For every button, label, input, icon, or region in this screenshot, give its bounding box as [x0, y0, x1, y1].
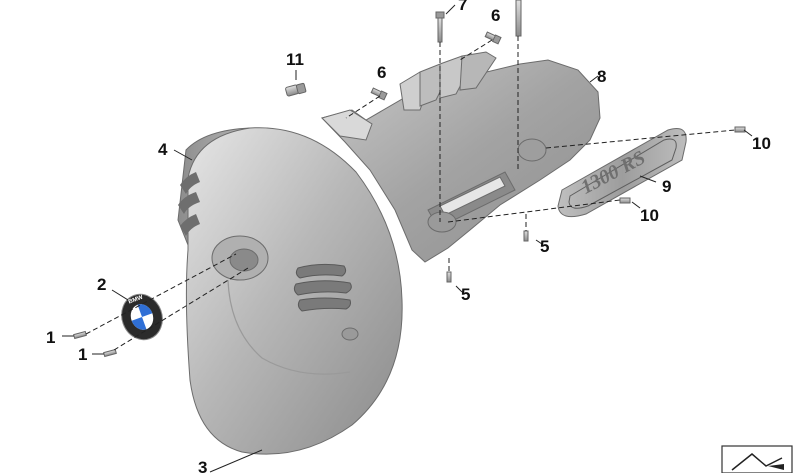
- emblem-letters: BMW: [128, 295, 144, 306]
- callout-2: 2: [97, 275, 106, 294]
- leader-lines: [62, 4, 753, 473]
- callout-6b: 6: [491, 6, 500, 25]
- callout-11: 11: [286, 50, 304, 69]
- part-11-plug: [285, 82, 307, 97]
- part-5-screw-right: [523, 230, 529, 242]
- callout-3: 3: [198, 458, 207, 473]
- part-10-screw-top: [734, 126, 746, 133]
- part-8-cover-holder: [321, 51, 601, 263]
- part-6-screw-left: [370, 87, 388, 101]
- callout-8: 8: [597, 67, 606, 86]
- callout-7: 7: [458, 0, 467, 14]
- callout-10b: 10: [640, 206, 659, 225]
- callout-4: 4: [158, 140, 168, 159]
- callout-10a: 10: [752, 134, 771, 153]
- part-7-bolt: [435, 11, 445, 43]
- callouts: 1 1 2 3 4 5 5 6 6 7 8 9 10 10 11: [46, 0, 771, 473]
- part-6-screw-right: [484, 31, 502, 45]
- part-1-screw-top: [73, 330, 87, 340]
- catalog-reference-icon: [721, 445, 793, 473]
- part-1-screw-bottom: [103, 348, 117, 358]
- callout-1a: 1: [46, 328, 55, 347]
- callout-6a: 6: [377, 63, 386, 82]
- callout-9: 9: [662, 177, 671, 196]
- callout-5b: 5: [540, 237, 549, 256]
- part-5-screw-left: [446, 271, 452, 283]
- part-3-cylinder-head-cover: [177, 127, 403, 455]
- part-7-bolt-2: [515, 0, 522, 37]
- part-10-screw-bottom: [619, 197, 631, 204]
- callout-5a: 5: [461, 285, 470, 304]
- bmw-emblem-icon: BMW: [121, 293, 163, 341]
- callout-1b: 1: [78, 345, 87, 364]
- part-2-bmw-emblem: BMW: [121, 293, 163, 341]
